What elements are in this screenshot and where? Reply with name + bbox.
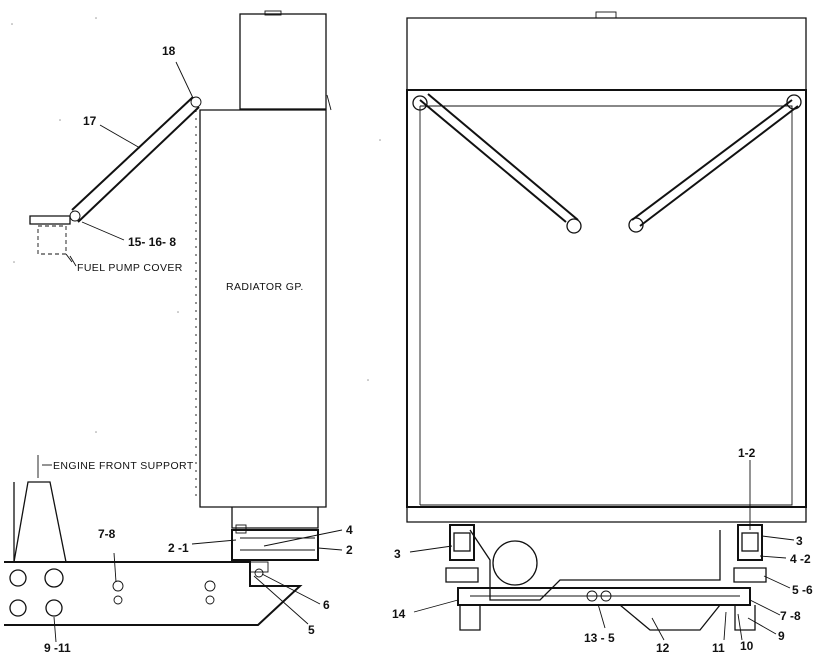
radiator-gp-label: RADIATOR GP. bbox=[226, 281, 304, 293]
callout-9-11: 9 -11 bbox=[44, 641, 71, 655]
callout-17: 17 bbox=[83, 114, 97, 128]
radiator-frame-front bbox=[406, 89, 807, 508]
callout-13-5: 13 - 5 bbox=[584, 631, 615, 645]
callout-5-left: 5 bbox=[308, 623, 315, 637]
callout-3-left: 3 bbox=[394, 547, 401, 561]
engine-front-support-label: ENGINE FRONT SUPPORT bbox=[53, 460, 194, 472]
mount-bracket-side bbox=[231, 529, 319, 561]
fuel-pump-cover-label: FUEL PUMP COVER bbox=[77, 262, 183, 274]
callout-4-left: 4 bbox=[346, 523, 353, 537]
callout-11: 11 bbox=[712, 641, 725, 655]
callout-2-left: 2 bbox=[346, 543, 353, 557]
callout-12: 12 bbox=[656, 641, 670, 655]
front-view-leaders bbox=[409, 460, 795, 641]
callout-3-right: 3 bbox=[796, 534, 803, 548]
radiator-top-tank-front bbox=[406, 17, 807, 91]
callout-15-16-8: 15- 16- 8 bbox=[128, 235, 176, 249]
callout-7-8-left: 7-8 bbox=[98, 527, 116, 541]
callout-2-1: 2 -1 bbox=[168, 541, 189, 555]
callout-7-8-right: 7 -8 bbox=[780, 609, 801, 623]
callout-6-left: 6 bbox=[323, 598, 330, 612]
support-rods-front bbox=[412, 93, 802, 234]
engine-front-support bbox=[4, 455, 303, 626]
callout-1-2: 1-2 bbox=[738, 446, 756, 460]
fuel-pump-cover bbox=[29, 215, 73, 263]
front-view bbox=[406, 11, 807, 641]
side-view bbox=[4, 10, 343, 643]
callout-4-2: 4 -2 bbox=[790, 552, 811, 566]
radiator-top-tank bbox=[239, 13, 327, 110]
callout-10: 10 bbox=[740, 639, 754, 653]
radiator-core-side bbox=[199, 109, 327, 508]
callout-14: 14 bbox=[392, 607, 406, 621]
lower-mount-assembly bbox=[445, 524, 767, 631]
scan-specks bbox=[11, 17, 381, 433]
callout-9-right: 9 bbox=[778, 629, 785, 643]
callout-labels: 18 17 15- 16- 8 FUEL PUMP COVER RADIATOR… bbox=[44, 44, 813, 655]
side-view-leaders bbox=[42, 61, 343, 643]
callout-18: 18 bbox=[162, 44, 176, 58]
callout-5-6: 5 -6 bbox=[792, 583, 813, 597]
